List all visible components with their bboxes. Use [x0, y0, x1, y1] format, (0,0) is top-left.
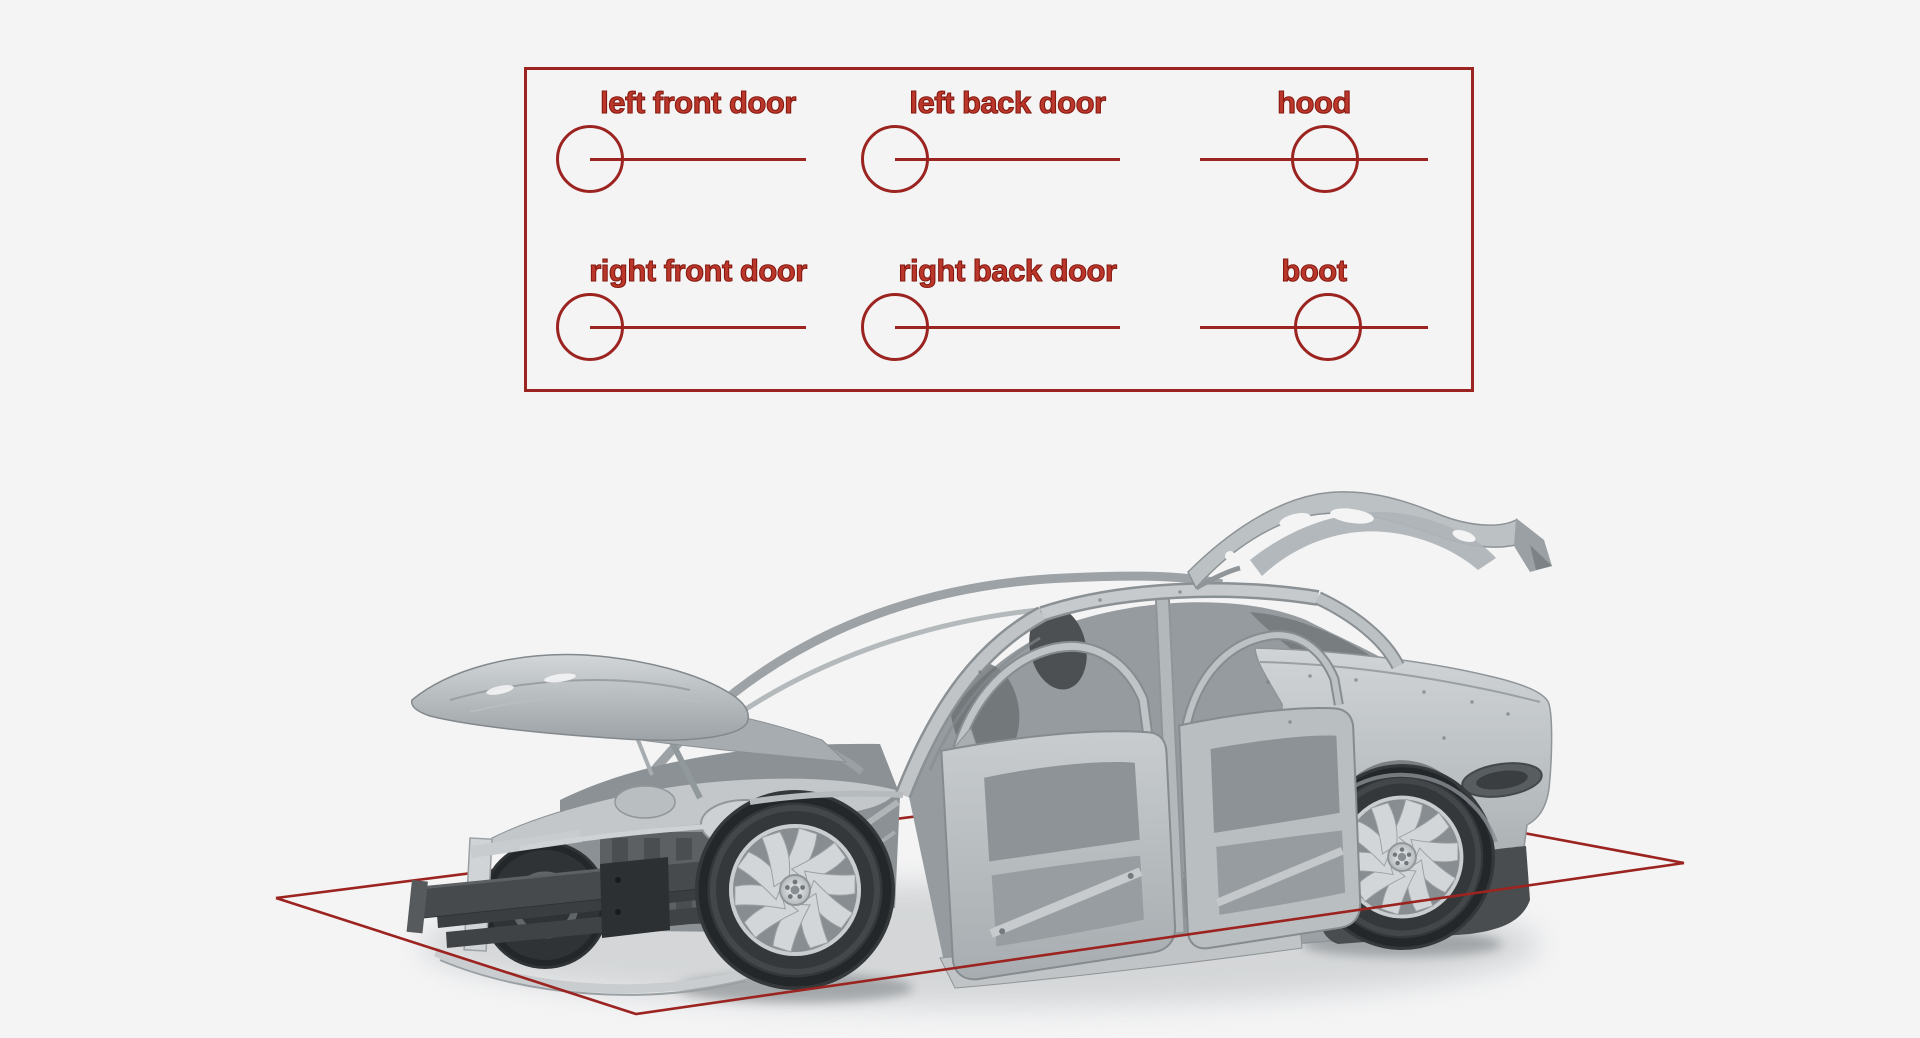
- beam-bracket: [600, 857, 670, 938]
- slider-track[interactable]: [590, 326, 806, 329]
- slider-label: boot: [1281, 253, 1348, 288]
- slider-boot: boot: [1200, 253, 1428, 366]
- slider-knob[interactable]: [556, 293, 624, 361]
- slider-label: hood: [1277, 85, 1352, 120]
- door-impact-beam: [989, 867, 1143, 938]
- slider-knob[interactable]: [1293, 293, 1362, 361]
- tail-light-inner: [1476, 770, 1528, 790]
- slider-track[interactable]: [895, 158, 1120, 161]
- slider-right-front-door: right front door: [556, 253, 808, 366]
- slider-left-back-door: left back door: [861, 85, 1120, 198]
- back-door-open: [1178, 630, 1362, 950]
- front-wheel: [695, 790, 895, 990]
- rivet-dots: [978, 590, 1510, 740]
- door-cutout-upper: [984, 761, 1140, 862]
- beltline-crease: [1259, 661, 1541, 703]
- beam-end-plate: [406, 880, 428, 934]
- slider-label: right front door: [589, 253, 808, 288]
- slider-label: left front door: [600, 85, 797, 120]
- door-cutout-upper: [1210, 735, 1340, 833]
- hood-panel: [410, 653, 749, 741]
- car-body-frame: [406, 491, 1553, 996]
- door-impact-beam: [1215, 846, 1344, 907]
- hatch-outer-frame: [1187, 491, 1532, 590]
- slider-knob[interactable]: [861, 293, 929, 361]
- ground-plane-front-edge: [275, 861, 1685, 1016]
- slider-label: right back door: [898, 253, 1118, 288]
- hatch-cutout: [1279, 513, 1311, 527]
- hatch-inner-frame: [1250, 512, 1496, 576]
- greenhouse-frame: [749, 582, 1405, 933]
- slider-label: left back door: [909, 85, 1107, 120]
- slider-knob[interactable]: [861, 125, 929, 193]
- hatch-cutout: [1330, 508, 1374, 524]
- cowl-line: [749, 790, 904, 805]
- hatch-hinge: [1194, 565, 1241, 591]
- boot-lid-open: [1187, 491, 1552, 591]
- far-shock-tower: [614, 785, 676, 819]
- slider-track[interactable]: [590, 158, 806, 161]
- slider-left-front-door: left front door: [556, 85, 806, 198]
- windshield-edge: [928, 636, 1041, 771]
- hood-open: [410, 653, 865, 800]
- front-door-open: [940, 641, 1177, 981]
- slider-track[interactable]: [895, 326, 1120, 329]
- hatch-cutout: [1452, 529, 1476, 543]
- slider-knob[interactable]: [1291, 125, 1360, 193]
- controls-panel: left front door left back door hood righ…: [524, 67, 1474, 392]
- slider-right-back-door: right back door: [861, 253, 1120, 366]
- slider-knob[interactable]: [556, 125, 624, 193]
- slider-hood: hood: [1200, 85, 1428, 198]
